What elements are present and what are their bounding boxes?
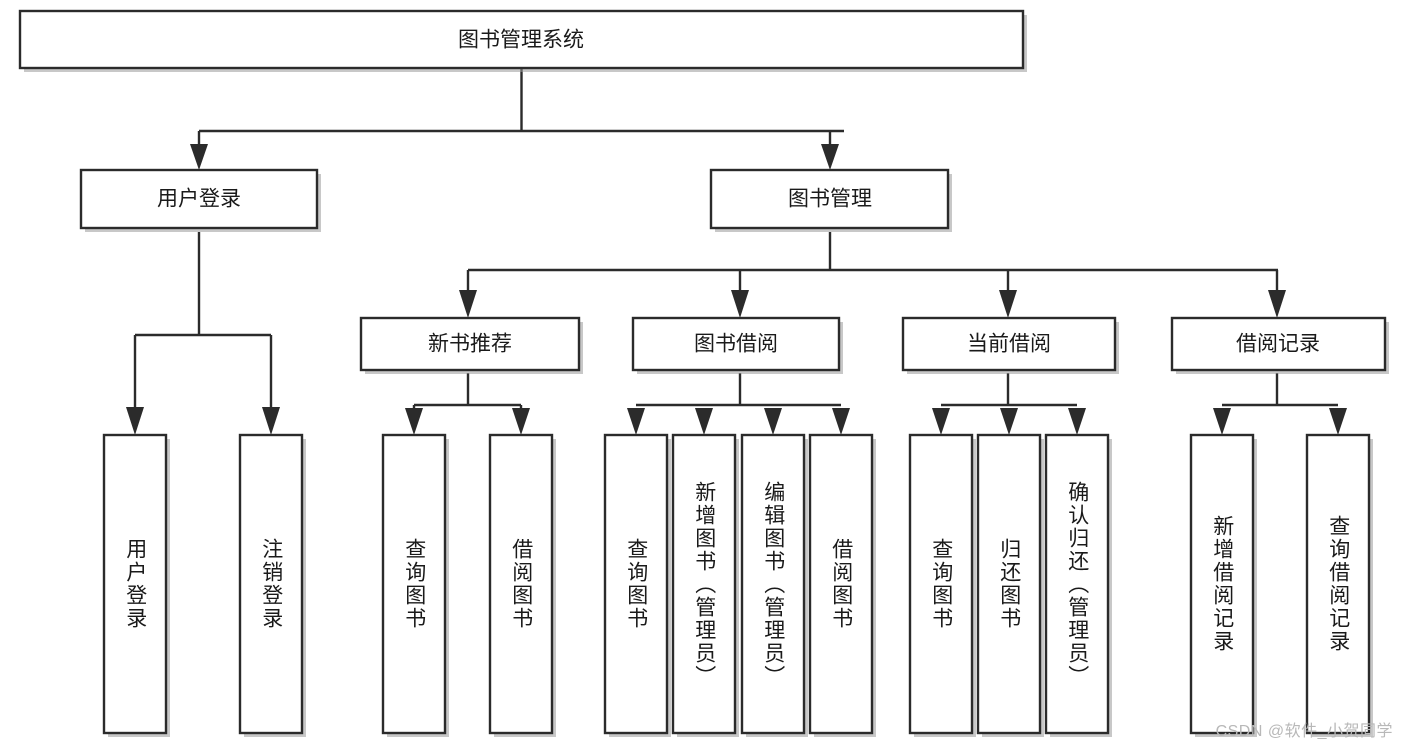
- arrowhead-to-user-login: [190, 144, 208, 170]
- arrowhead-leaf-book-borrow-0: [627, 408, 645, 435]
- node-book-manage[interactable]: 图书管理: [709, 168, 952, 232]
- leaf-node-borrow-record-0[interactable]: [1189, 433, 1257, 737]
- arrowhead-leaf-user-login-1: [262, 407, 280, 435]
- arrowhead-leaf-new-book-1: [512, 408, 530, 435]
- leaf-label-current-borrow-2: 确认归还（管理员）: [1065, 480, 1089, 688]
- connector-group-user-login: [126, 232, 280, 435]
- leaf-node-user-login-0[interactable]: [102, 433, 170, 737]
- arrowhead-to-new-book: [459, 290, 477, 318]
- arrowhead-to-book-borrow: [731, 290, 749, 318]
- leaf-node-current-borrow-1[interactable]: [976, 433, 1044, 737]
- node-current-borrow[interactable]: 当前借阅: [901, 316, 1119, 374]
- node-book-borrow-label: 图书借阅: [694, 333, 778, 356]
- leaf-label-book-borrow-0: 查询图书: [624, 538, 648, 630]
- node-current-borrow-label: 当前借阅: [967, 333, 1051, 356]
- leaf-label-new-book-1: 借阅图书: [509, 538, 533, 630]
- arrowhead-leaf-book-borrow-3: [832, 408, 850, 435]
- node-new-book-recommend-label: 新书推荐: [428, 333, 512, 356]
- node-book-borrow[interactable]: 图书借阅: [631, 316, 843, 374]
- leaf-node-book-borrow-3[interactable]: [808, 433, 876, 737]
- arrowhead-to-borrow-record: [1268, 290, 1286, 318]
- leaf-node-current-borrow-2[interactable]: [1044, 433, 1112, 737]
- leaf-label-user-login-1: 注销登录: [259, 538, 283, 630]
- arrowhead-leaf-borrow-record-0: [1213, 408, 1231, 435]
- leaf-node-user-login-1[interactable]: [238, 433, 306, 737]
- leaf-label-current-borrow-0: 查询图书: [929, 538, 953, 630]
- node-new-book-recommend[interactable]: 新书推荐: [359, 316, 583, 374]
- connector-group-current-borrow: [932, 373, 1086, 435]
- arrowhead-to-book-manage: [821, 144, 839, 170]
- leaf-node-new-book-1[interactable]: [488, 433, 556, 737]
- arrowhead-leaf-new-book-0: [405, 408, 423, 435]
- node-root-system[interactable]: 图书管理系统: [18, 9, 1027, 72]
- leaf-node-book-borrow-0[interactable]: [603, 433, 671, 737]
- connector-group-book-borrow: [627, 373, 850, 435]
- connector-group-book-manage: [459, 232, 1286, 318]
- leaf-label-borrow-record-0: 新增借阅记录: [1210, 515, 1234, 653]
- leaf-label-user-login-0: 用户登录: [123, 538, 147, 630]
- connector-group-new-book: [405, 373, 530, 435]
- leaf-node-borrow-record-1[interactable]: [1305, 433, 1373, 737]
- leaf-label-book-borrow-2: 编辑图书（管理员）: [761, 480, 785, 688]
- leaf-node-current-borrow-0[interactable]: [908, 433, 976, 737]
- leaf-label-current-borrow-1: 归还图书: [997, 538, 1021, 630]
- node-borrow-record-label: 借阅记录: [1236, 333, 1320, 356]
- arrowhead-leaf-current-borrow-1: [1000, 408, 1018, 435]
- arrowhead-leaf-book-borrow-1: [695, 408, 713, 435]
- arrowhead-leaf-current-borrow-2: [1068, 408, 1086, 435]
- leaf-label-book-borrow-1: 新增图书（管理员）: [692, 480, 716, 688]
- connector-group-root: [190, 68, 844, 170]
- node-user-login-label: 用户登录: [157, 188, 241, 211]
- arrowhead-leaf-current-borrow-0: [932, 408, 950, 435]
- leaf-node-book-borrow-2[interactable]: [740, 433, 808, 737]
- arrowhead-leaf-user-login-0: [126, 407, 144, 435]
- connector-group-borrow-record: [1213, 373, 1347, 435]
- node-user-login[interactable]: 用户登录: [79, 168, 321, 232]
- leaf-label-new-book-0: 查询图书: [402, 538, 426, 630]
- leaf-node-new-book-0[interactable]: [381, 433, 449, 737]
- arrowhead-leaf-borrow-record-1: [1329, 408, 1347, 435]
- csdn-watermark: CSDN @软件_小贺同学: [1215, 723, 1393, 740]
- node-borrow-record[interactable]: 借阅记录: [1170, 316, 1389, 374]
- arrowhead-leaf-book-borrow-2: [764, 408, 782, 435]
- node-book-manage-label: 图书管理: [788, 188, 872, 211]
- leaf-node-book-borrow-1[interactable]: [671, 433, 739, 737]
- arrowhead-to-current-borrow: [999, 290, 1017, 318]
- leaf-label-borrow-record-1: 查询借阅记录: [1326, 515, 1350, 653]
- node-root-system-label: 图书管理系统: [458, 29, 584, 52]
- leaf-label-book-borrow-3: 借阅图书: [829, 538, 853, 630]
